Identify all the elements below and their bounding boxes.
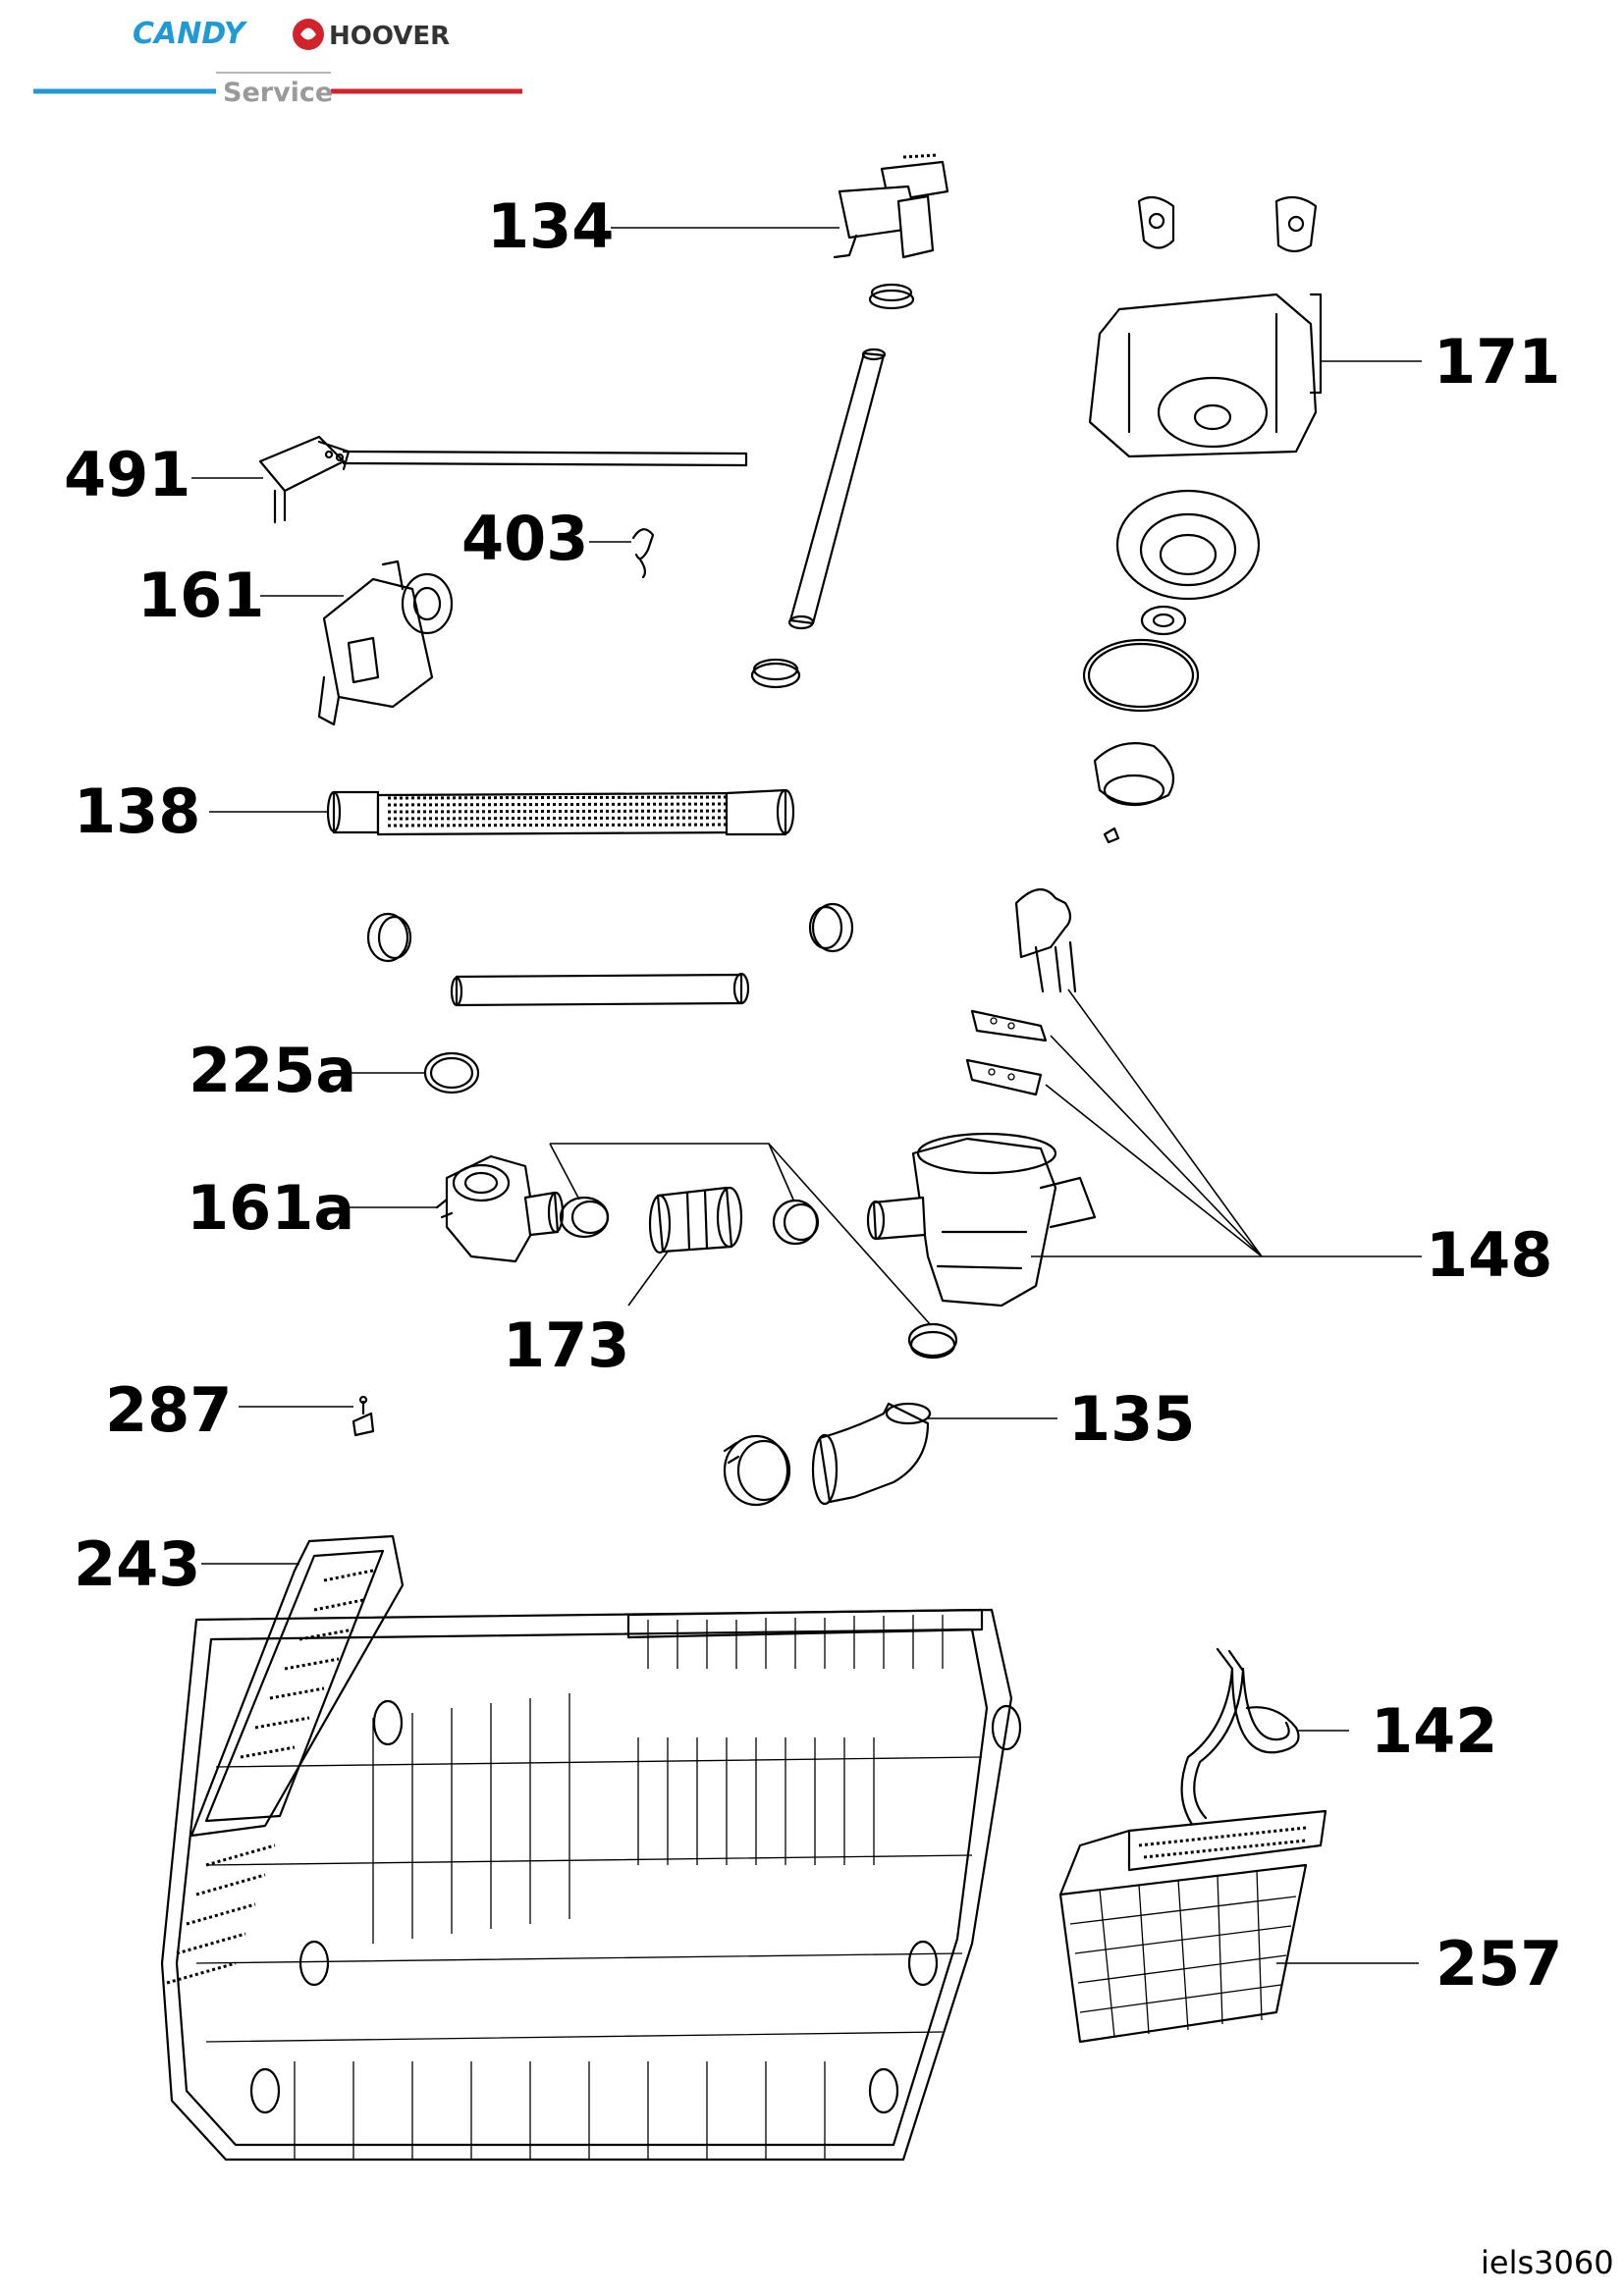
callout-257: 257 bbox=[1435, 1928, 1562, 2000]
callout-138: 138 bbox=[74, 775, 200, 847]
callout-173: 173 bbox=[503, 1309, 629, 1381]
part-243-lower-basket bbox=[160, 1534, 1022, 2162]
part-inlet-tube bbox=[750, 347, 887, 689]
part-135-elbow bbox=[723, 1402, 1057, 1507]
part-161a-pump-housing bbox=[346, 1154, 565, 1263]
part-491-power-cord bbox=[191, 435, 748, 524]
callout-171: 171 bbox=[1434, 326, 1560, 398]
part-173-connector bbox=[549, 1143, 932, 1326]
part-hose-clamps bbox=[366, 902, 854, 1007]
callout-243: 243 bbox=[74, 1528, 200, 1600]
part-171-circulation-pump bbox=[1082, 195, 1422, 844]
callout-148: 148 bbox=[1426, 1219, 1552, 1291]
callout-491: 491 bbox=[64, 439, 190, 510]
part-225a-o-ring bbox=[346, 1051, 480, 1095]
part-134-inlet-valve bbox=[611, 153, 949, 310]
brand-header: CANDY HOOVER Service bbox=[33, 17, 522, 108]
part-257-cutlery-basket bbox=[1058, 1809, 1419, 2044]
hoover-emblem-icon bbox=[293, 19, 324, 50]
candy-logo: CANDY bbox=[133, 17, 248, 51]
hoover-logo: HOOVER bbox=[329, 22, 450, 51]
callout-134: 134 bbox=[487, 190, 614, 262]
callout-287: 287 bbox=[105, 1374, 232, 1446]
callout-135: 135 bbox=[1068, 1383, 1195, 1455]
part-142-hose bbox=[1180, 1647, 1349, 1833]
callout-161: 161 bbox=[137, 560, 264, 631]
part-287-pin bbox=[239, 1395, 375, 1437]
part-clamp-lower bbox=[907, 1322, 958, 1360]
callout-142: 142 bbox=[1371, 1695, 1497, 1767]
service-label: Service bbox=[223, 78, 333, 108]
diagram-reference-code: iels3060 bbox=[1481, 2244, 1614, 2281]
callout-403: 403 bbox=[461, 503, 588, 574]
part-161-drain-pump bbox=[260, 560, 454, 726]
part-148-sump bbox=[866, 888, 1422, 1308]
callout-225a: 225a bbox=[189, 1035, 356, 1106]
part-403-clip bbox=[589, 528, 655, 579]
callout-161a: 161a bbox=[187, 1172, 354, 1244]
part-138-drain-hose bbox=[209, 788, 795, 836]
